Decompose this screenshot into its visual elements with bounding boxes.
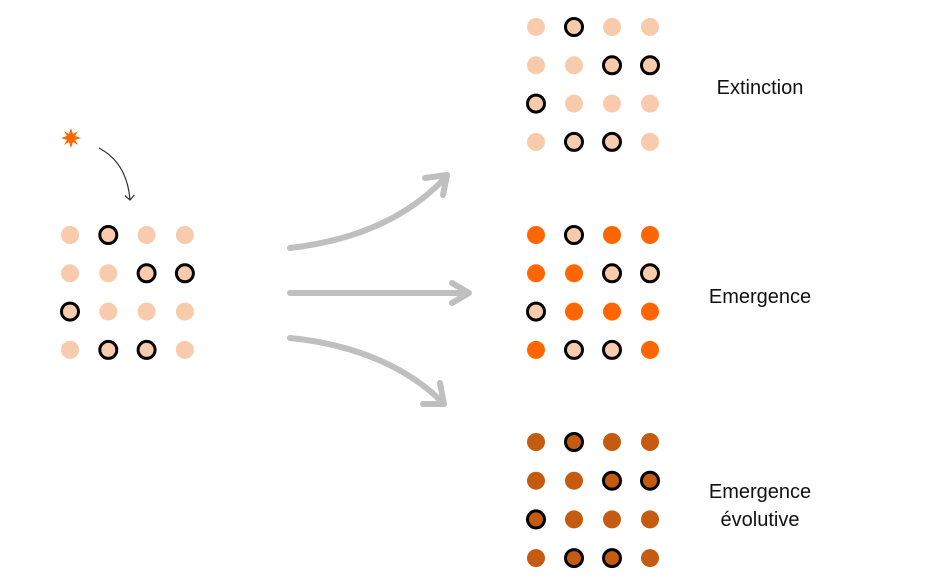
label-line-2: évolutive (720, 509, 800, 531)
individual (603, 433, 621, 451)
outcome-arrows (287, 172, 472, 407)
individual (603, 94, 621, 113)
individual (137, 302, 156, 321)
outlined-individual (602, 470, 622, 491)
individual (99, 302, 118, 321)
outlined-individual (564, 548, 584, 569)
outlined-individual (136, 263, 157, 284)
outlined-individual (98, 225, 119, 245)
outlined-individual (136, 339, 157, 360)
individual (641, 433, 659, 451)
individual (641, 94, 659, 113)
extinction-population-grid (526, 17, 660, 152)
individual (565, 56, 583, 75)
individual (565, 264, 583, 283)
individual (527, 18, 545, 36)
individual (641, 549, 659, 568)
individual (641, 132, 659, 151)
outlined-individual (174, 263, 195, 284)
individual (527, 471, 545, 490)
individual (603, 18, 621, 36)
individual (527, 56, 545, 75)
label-extinction: Extinction (716, 77, 804, 99)
individual (527, 226, 545, 244)
emergence-population-grid (526, 225, 660, 360)
outlined-individual (60, 301, 80, 322)
outlined-individual (564, 17, 584, 37)
outlined-individual (526, 301, 546, 322)
individual (527, 264, 545, 283)
individual (641, 18, 659, 36)
individual (565, 510, 583, 529)
outlined-individual (526, 509, 546, 530)
individual (527, 433, 545, 451)
individual (603, 226, 621, 244)
initial-population-grid (60, 225, 195, 360)
individual (641, 510, 659, 529)
individual (137, 226, 156, 244)
individual (527, 340, 545, 359)
individual (175, 226, 194, 244)
individual (61, 226, 79, 244)
arrow-to-evolutionary-emergence (287, 335, 445, 405)
individual (641, 340, 659, 359)
individual (99, 264, 118, 283)
individual (603, 510, 621, 529)
arrow-to-evolutionary-emergence-head (420, 380, 447, 407)
individual (175, 340, 194, 359)
individual (603, 302, 621, 321)
outlined-individual (564, 339, 584, 360)
arrow-to-extinction (287, 175, 448, 251)
outlined-individual (640, 55, 660, 76)
outlined-individual (602, 548, 622, 569)
individual (641, 302, 659, 321)
individual (527, 132, 545, 151)
individual (61, 264, 79, 283)
outlined-individual (526, 93, 546, 114)
outlined-individual (640, 470, 660, 491)
outlined-individual (602, 339, 622, 360)
individual (61, 340, 79, 359)
outlined-individual (98, 339, 119, 360)
mutation-starburst-icon (61, 128, 81, 148)
individual (565, 302, 583, 321)
individual (565, 94, 583, 113)
outlined-individual (640, 263, 660, 284)
label-evolutionary-emergence: Emergence évolutive (680, 478, 840, 534)
outlined-individual (564, 225, 584, 245)
individual (175, 302, 194, 321)
mutation-arrow (98, 147, 135, 201)
individual (527, 549, 545, 568)
arrow-to-extinction-head (422, 172, 450, 198)
outlined-individual (602, 131, 622, 152)
outlined-individual (564, 432, 584, 452)
outlined-individual (602, 263, 622, 284)
individual (565, 471, 583, 490)
evolutionary-emergence-population-grid (526, 432, 660, 569)
outlined-individual (602, 55, 622, 76)
arrow-to-emergence-head (449, 280, 472, 306)
outlined-individual (564, 131, 584, 152)
label-emergence: Emergence (708, 286, 812, 308)
label-line-1: Emergence (708, 481, 812, 503)
individual (641, 226, 659, 244)
